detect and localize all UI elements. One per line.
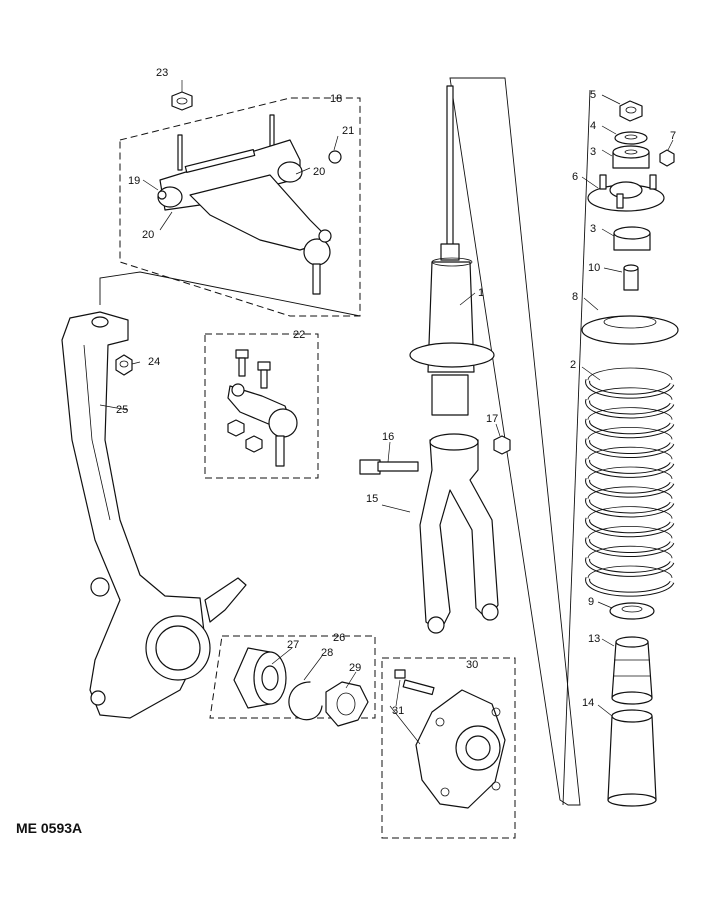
spring-coil-highlight <box>586 458 674 477</box>
callout-25: 25 <box>116 404 128 416</box>
group-box-26 <box>209 635 376 719</box>
callout-28: 28 <box>321 647 333 659</box>
circlip-28 <box>288 681 323 721</box>
spring-seat <box>581 315 679 345</box>
nut-24 <box>115 354 133 376</box>
spacer-10 <box>623 264 639 291</box>
group-box-30 <box>381 657 516 839</box>
hub-flange <box>394 669 506 809</box>
callout-18: 18 <box>330 93 342 105</box>
upper-wishbone <box>157 114 342 295</box>
callout-9: 9 <box>588 596 594 608</box>
bump-stop <box>611 636 653 705</box>
road-spring <box>585 367 675 597</box>
spring-coil-highlight <box>586 419 674 438</box>
callout-22: 22 <box>293 329 305 341</box>
spring-coil-highlight <box>586 498 674 517</box>
spring-coil-highlight <box>586 557 674 576</box>
top-mount-plate <box>587 174 665 212</box>
callout-26: 26 <box>333 632 345 644</box>
callout-3-lower: 3 <box>590 223 596 235</box>
callout-8: 8 <box>572 291 578 303</box>
callout-5: 5 <box>590 89 596 101</box>
hub-nut-29 <box>325 681 369 727</box>
spring-coil-highlight <box>586 379 674 398</box>
bush-3-upper <box>612 145 650 169</box>
callout-4: 4 <box>590 120 596 132</box>
callout-17: 17 <box>486 413 498 425</box>
dust-cover <box>607 709 657 807</box>
spring-coil-highlight <box>586 577 674 596</box>
callout-24: 24 <box>148 356 160 368</box>
leader-lines <box>99 80 674 745</box>
washer-4 <box>614 131 648 145</box>
spring-coil-back <box>587 486 673 499</box>
callout-10: 10 <box>588 262 600 274</box>
spring-coil-back <box>587 565 673 579</box>
hub-bearing <box>233 647 287 709</box>
callout-16: 16 <box>382 431 394 443</box>
spring-coil-back <box>587 446 673 460</box>
callout-30: 30 <box>466 659 478 671</box>
callout-6: 6 <box>572 171 578 183</box>
linkage-lines <box>99 89 591 806</box>
nut-17 <box>493 435 511 455</box>
ball-joint-kit <box>227 349 298 467</box>
group-box-22 <box>204 333 319 479</box>
damper-fork <box>359 433 499 634</box>
callout-19: 19 <box>128 175 140 187</box>
callout-21: 21 <box>342 125 354 137</box>
spring-coil-highlight <box>586 478 674 497</box>
callout-29: 29 <box>349 662 361 674</box>
diagram-code: ME 0593A <box>16 820 83 836</box>
callout-20-left: 20 <box>142 229 154 241</box>
callout-1: 1 <box>478 287 484 299</box>
spring-coil-back <box>587 545 673 559</box>
callout-23: 23 <box>156 67 168 79</box>
top-mount-nut <box>619 100 643 122</box>
spring-coil-back <box>587 466 673 480</box>
callout-13: 13 <box>588 633 600 645</box>
stub-axle <box>61 311 247 719</box>
bush-3-lower <box>613 226 651 251</box>
callout-31: 31 <box>392 705 404 717</box>
spring-coil-back <box>587 506 673 519</box>
nut-7 <box>659 149 675 167</box>
callout-14: 14 <box>582 697 594 709</box>
spring-coil-highlight <box>586 438 674 458</box>
callout-20-right: 20 <box>313 166 325 178</box>
nut-23 <box>171 91 193 111</box>
spring-coil-back <box>587 427 673 440</box>
spring-coil-back <box>587 526 673 539</box>
spring-coil-back <box>587 367 673 381</box>
callout-7: 7 <box>670 130 676 142</box>
spring-coil-back <box>587 387 673 400</box>
callout-labels: 1 2 3 3 4 5 6 7 8 9 10 13 14 15 16 17 18… <box>116 67 676 717</box>
spring-coil-back <box>587 407 673 420</box>
callout-27: 27 <box>287 639 299 651</box>
spring-coil-highlight <box>586 518 674 537</box>
shock-absorber <box>409 85 495 416</box>
spring-coil-highlight <box>586 537 674 557</box>
callout-2: 2 <box>570 359 576 371</box>
spring-coil-highlight <box>586 399 674 418</box>
callout-15: 15 <box>366 493 378 505</box>
bump-seat-9 <box>609 602 655 620</box>
callout-3-upper: 3 <box>590 146 596 158</box>
group-box-damper <box>449 77 581 806</box>
